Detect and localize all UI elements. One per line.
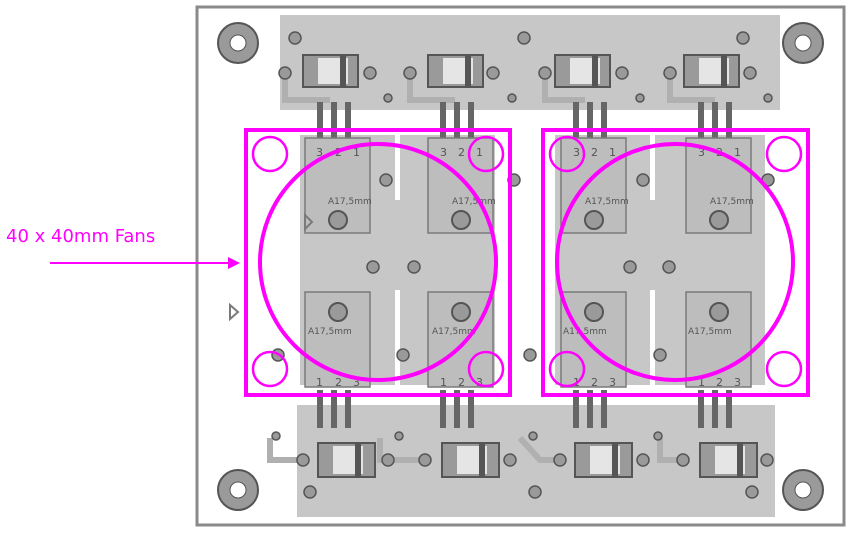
fan-right-screw-hole xyxy=(765,135,803,173)
transistor-designators: A17,5mm A17,5mm A17,5mm A17,5mm A17,5mm … xyxy=(308,197,754,337)
fan-right xyxy=(541,128,810,397)
fan-annotation-arrow xyxy=(50,257,240,269)
mounting-hole-top-right xyxy=(782,22,824,64)
diode-bottom-3 xyxy=(574,442,633,478)
mounting-hole-bottom-left xyxy=(217,469,259,511)
pin-label: 2 xyxy=(591,376,598,389)
fan-left-screw-hole xyxy=(467,350,505,388)
pin-label: 3 xyxy=(476,376,483,389)
diode-bottom-2 xyxy=(441,442,500,478)
designator-label: A17,5mm xyxy=(585,197,629,207)
designator-label: A17,5mm xyxy=(563,327,607,337)
fan-left-screw-hole xyxy=(467,135,505,173)
designator-label: A17,5mm xyxy=(688,327,732,337)
diode-top-3 xyxy=(554,54,611,88)
fan-right-screw-hole xyxy=(548,350,586,388)
diode-top-4 xyxy=(683,54,740,88)
mounting-hole-top-left xyxy=(217,22,259,64)
pin-label: 1 xyxy=(440,376,447,389)
fan-right-screw-hole xyxy=(548,135,586,173)
pin-label: 2 xyxy=(335,376,342,389)
pin-label: 1 xyxy=(353,146,360,159)
designator-label: A17,5mm xyxy=(328,197,372,207)
orientation-markers xyxy=(229,212,314,322)
pads xyxy=(271,31,775,499)
fan-left xyxy=(244,128,512,397)
pin-label: 2 xyxy=(458,376,465,389)
pin-label: 1 xyxy=(698,376,705,389)
pin-label: 1 xyxy=(609,146,616,159)
fan-right-frame xyxy=(541,128,810,397)
fan-left-frame xyxy=(244,128,512,397)
transistor-legs xyxy=(317,102,732,428)
transistor-holes xyxy=(328,210,729,322)
designator-label: A17,5mm xyxy=(308,327,352,337)
pin-label: 3 xyxy=(609,376,616,389)
pin-label: 2 xyxy=(591,146,598,159)
fan-left-screw-hole xyxy=(251,135,289,173)
fan-annotation-label: 40 x 40mm Fans xyxy=(6,226,156,247)
pin-label: 2 xyxy=(716,376,723,389)
designator-label: A17,5mm xyxy=(452,197,496,207)
traces xyxy=(267,73,715,463)
designator-label: A17,5mm xyxy=(710,197,754,207)
diode-top-2 xyxy=(427,54,484,88)
pin-label: 3 xyxy=(573,146,580,159)
mounting-hole-bottom-right xyxy=(782,469,824,511)
diode-bottom-4 xyxy=(699,442,758,478)
fan-left-blade-circle xyxy=(258,142,498,382)
diode-bottom-1 xyxy=(317,442,376,478)
designator-label: A17,5mm xyxy=(432,327,476,337)
fan-right-screw-hole xyxy=(765,350,803,388)
pin-label: 3 xyxy=(316,146,323,159)
pin-label: 1 xyxy=(476,146,483,159)
pin-label: 3 xyxy=(698,146,705,159)
pin-label: 3 xyxy=(440,146,447,159)
diode-top-1 xyxy=(302,54,359,88)
fan-right-blade-circle xyxy=(555,142,795,382)
fan-left-screw-hole xyxy=(251,350,289,388)
pin-label: 3 xyxy=(353,376,360,389)
pin-label: 1 xyxy=(316,376,323,389)
pin-label: 2 xyxy=(458,146,465,159)
pin-label: 1 xyxy=(734,146,741,159)
pin-label: 3 xyxy=(734,376,741,389)
